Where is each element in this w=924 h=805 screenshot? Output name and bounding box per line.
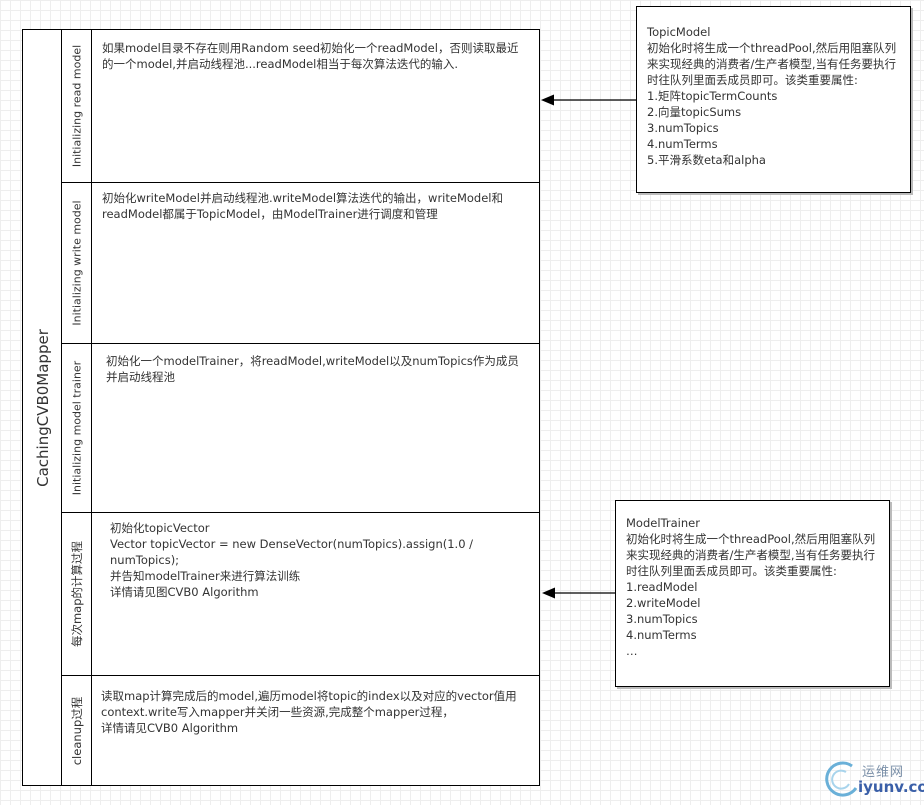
arrowhead-model-trainer	[542, 587, 555, 599]
lane-header-cleanup: cleanup过程	[61, 675, 92, 786]
lane-text: 初始化topicVector Vector topicVector = new …	[110, 521, 474, 599]
lane-text: 如果model目录不存在则用Random seed初始化一个readModel，…	[102, 41, 519, 71]
lane-text: 初始化writeModel并启动线程池.writeModel算法迭代的输出，wr…	[102, 191, 503, 221]
lane-body-read-model	[91, 29, 540, 183]
watermark-cn: 运维网	[862, 765, 905, 780]
lane-header-read-model: Initializing read model	[61, 29, 92, 183]
note-model-trainer: ModelTrainer 初始化时将生成一个threadPool,然后用阻塞队列…	[615, 500, 890, 687]
note-text: TopicModel 初始化时将生成一个threadPool,然后用阻塞队列来实…	[647, 25, 897, 167]
note-topic-model: TopicModel 初始化时将生成一个threadPool,然后用阻塞队列来实…	[636, 6, 911, 193]
lane-text: 读取map计算完成后的model,遍历model将topic的index以及对应…	[101, 689, 517, 735]
cloud-logo-icon	[825, 761, 858, 797]
lane-body-map-process	[91, 512, 540, 676]
pool-title-bar: CachingCVB0Mapper	[22, 29, 62, 786]
watermark-logo: 运维网 iyunv.com	[822, 758, 924, 800]
lane-body-model-trainer	[91, 343, 540, 513]
note-text: ModelTrainer 初始化时将生成一个threadPool,然后用阻塞队列…	[626, 516, 876, 658]
arrowhead-topic-model	[541, 94, 554, 106]
lane-text: 初始化一个modelTrainer，将readModel,writeModel以…	[106, 354, 519, 384]
watermark-en: iyunv.com	[858, 778, 924, 796]
lane-body-cleanup	[91, 675, 540, 786]
